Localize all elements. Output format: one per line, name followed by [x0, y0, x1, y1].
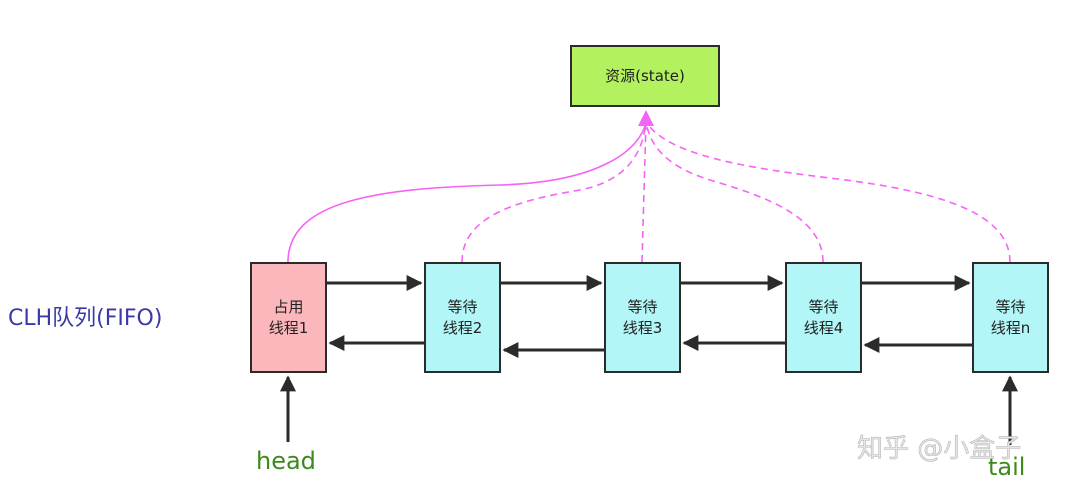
node-label: 等待 线程3 — [622, 297, 663, 337]
node-label: 等待 线程n — [990, 297, 1031, 337]
wait-link-n — [645, 121, 1011, 263]
head-label: head — [256, 447, 316, 475]
resource-label: 资源(state) — [605, 66, 685, 85]
queue-title: CLH队列(FIFO) — [8, 306, 163, 331]
tail-label: tail — [988, 453, 1026, 481]
resource-arrowhead — [638, 110, 654, 126]
wait-link-2 — [461, 121, 647, 263]
node-label: 等待 线程2 — [442, 297, 483, 337]
wait-link-3 — [641, 121, 647, 263]
resource-state-box: 资源(state) — [570, 45, 720, 107]
hold-link — [287, 121, 647, 263]
watermark: 知乎 @小盒子 — [857, 434, 1022, 465]
node-thread-1: 占用 线程1 — [250, 262, 327, 373]
node-thread-3: 等待 线程3 — [604, 262, 681, 373]
node-thread-n: 等待 线程n — [972, 262, 1049, 373]
node-label: 等待 线程4 — [803, 297, 844, 337]
node-thread-2: 等待 线程2 — [424, 262, 501, 373]
node-thread-4: 等待 线程4 — [785, 262, 862, 373]
node-label: 占用 线程1 — [268, 297, 309, 337]
